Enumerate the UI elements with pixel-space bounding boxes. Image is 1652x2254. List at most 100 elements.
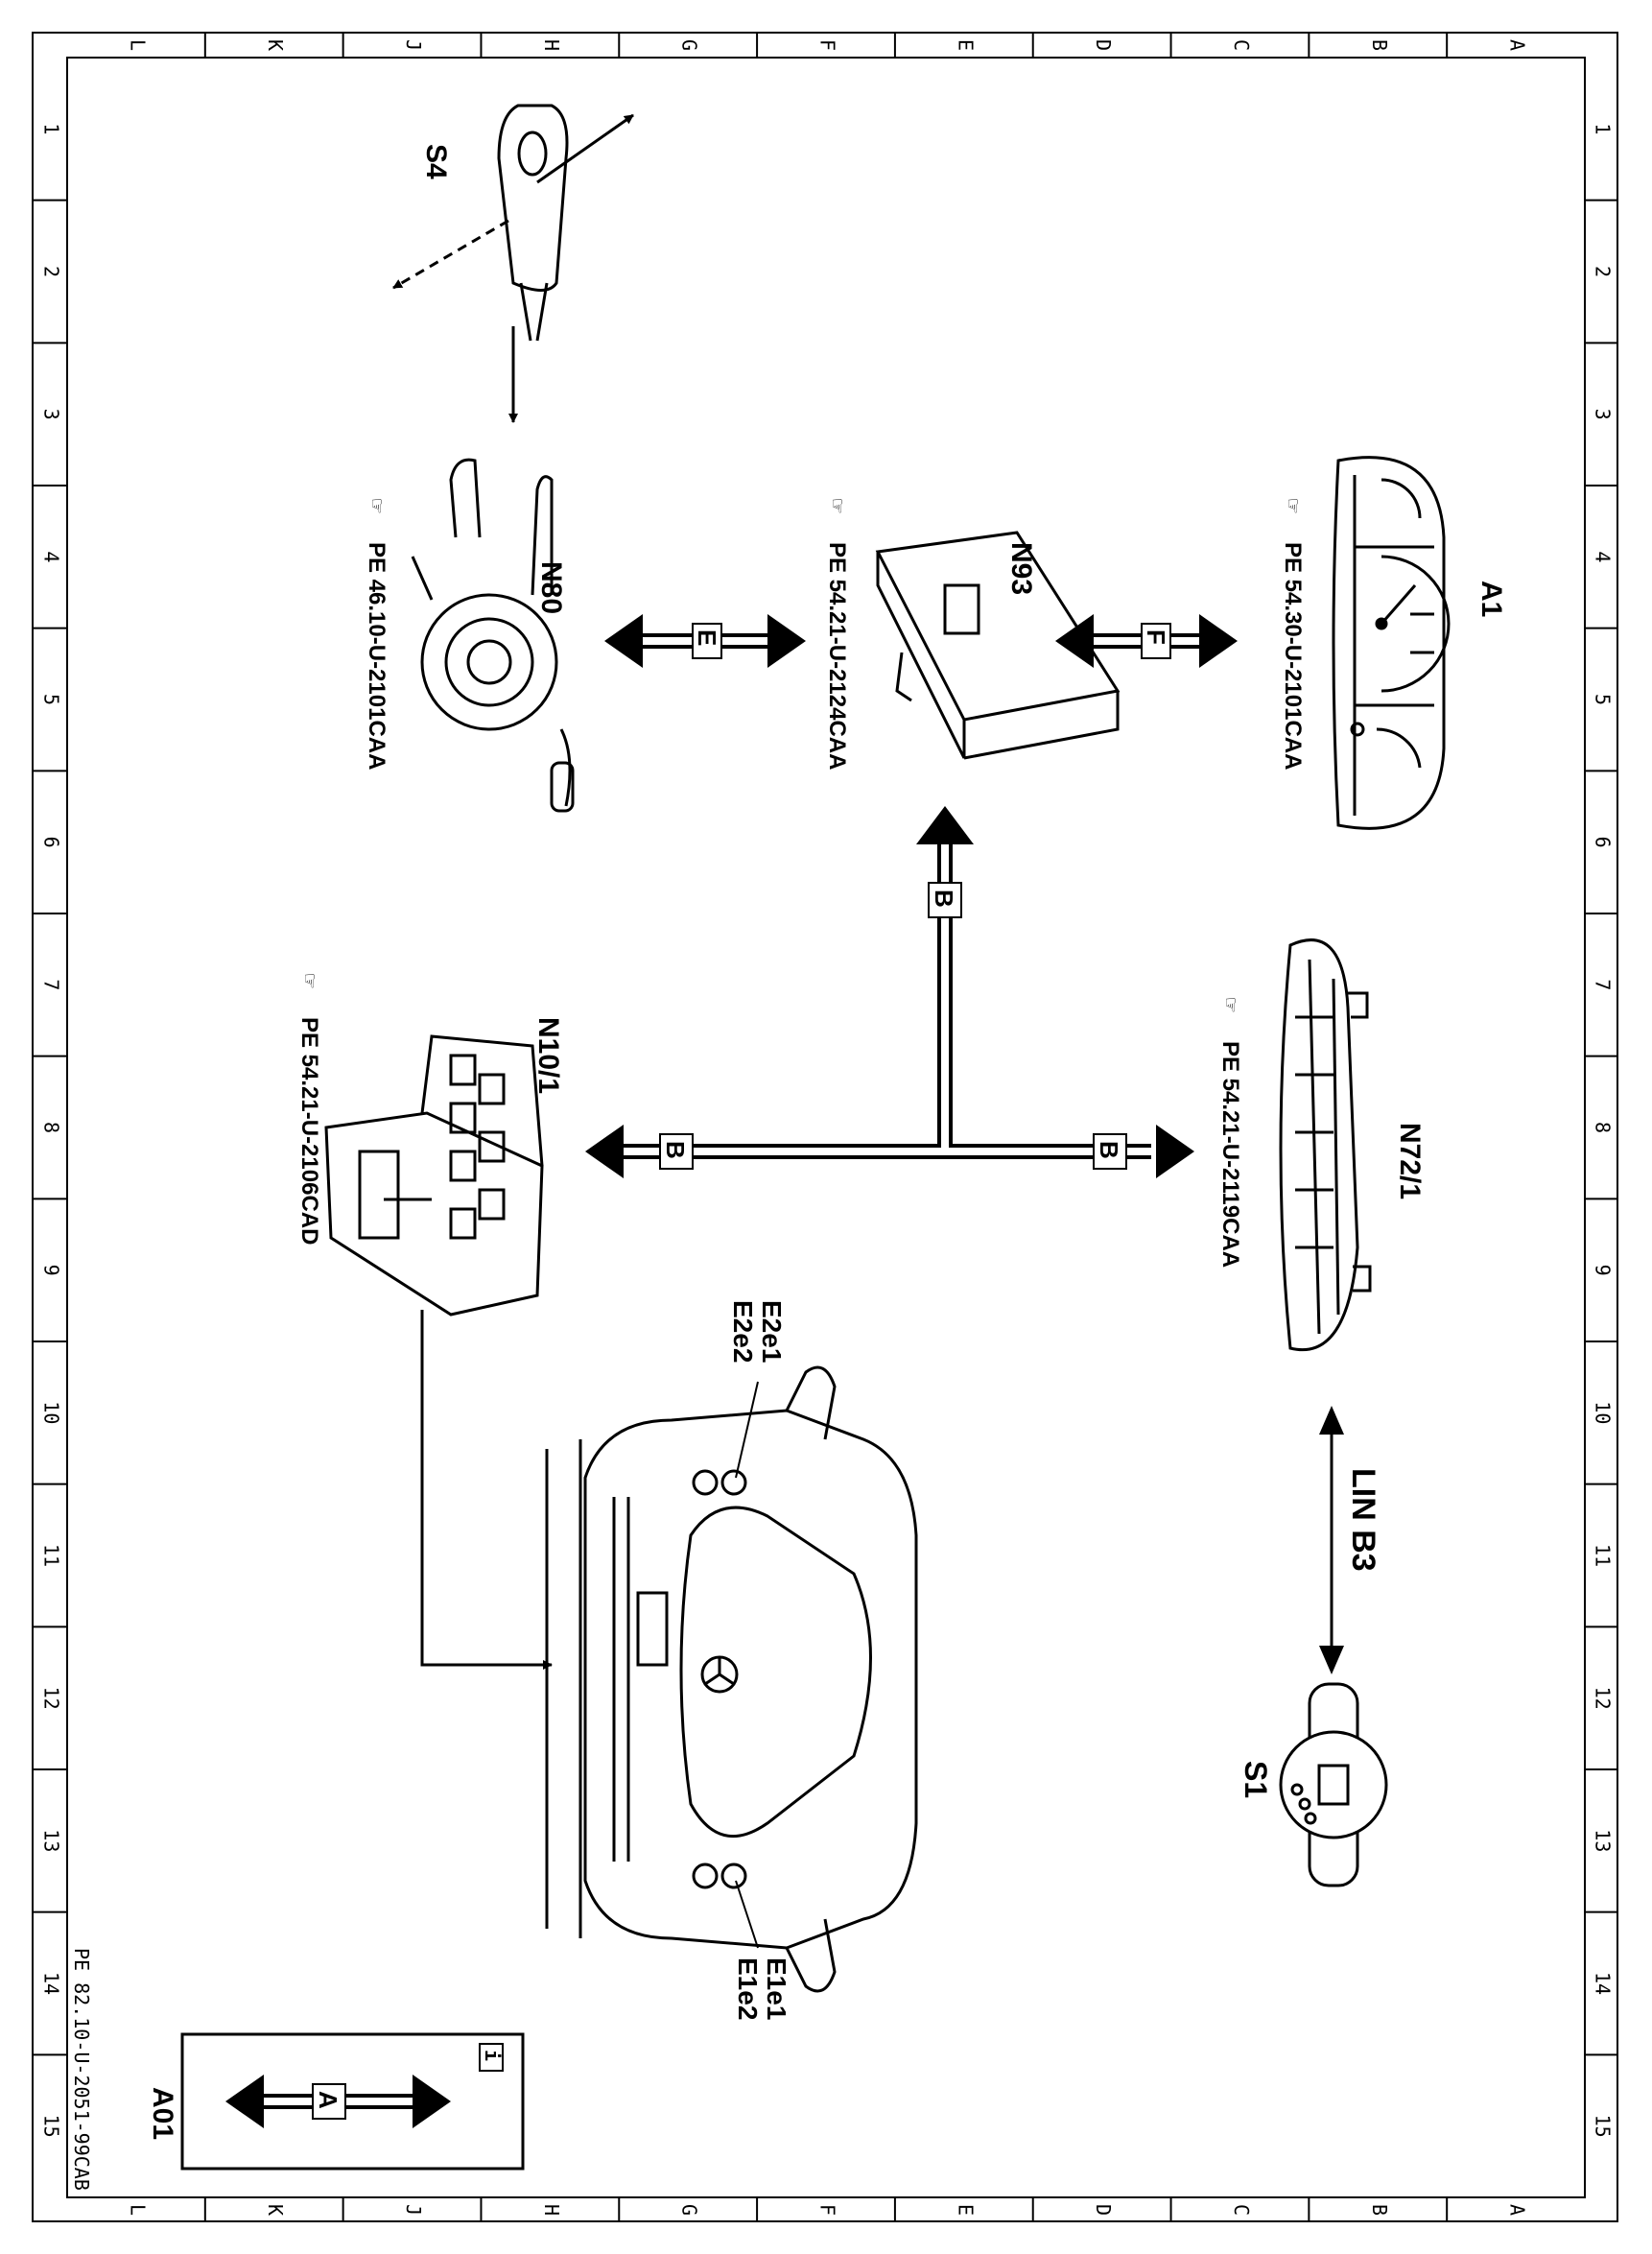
grid-number-left: 11 <box>40 1544 63 1567</box>
grid-number-right: 2 <box>1592 266 1615 277</box>
a1-label: A1 <box>1475 581 1507 617</box>
grid-letter-bottom: K <box>264 2204 287 2216</box>
n10-1-ref: PE 54.21-U-2106CAD <box>296 1017 322 1245</box>
grid-letter-top: K <box>264 39 287 51</box>
grid-number-left: 1 <box>40 123 63 134</box>
lamps-left-label-1: E2e1 <box>757 1300 787 1363</box>
lamps-right-label-1: E1e1 <box>762 1957 791 2020</box>
grid-number-right: 5 <box>1592 694 1615 705</box>
grid-letter-top: L <box>126 39 149 51</box>
connection-f: F <box>1055 614 1238 668</box>
vehicle-front-view <box>545 1365 918 1993</box>
grid-letter-bottom: C <box>1230 2204 1253 2216</box>
connection-lin-b3-label: LIN B3 <box>1345 1468 1381 1572</box>
connection-b-right-label: B <box>1095 1141 1123 1159</box>
lamps-right-label-2: E1e2 <box>733 1957 763 2020</box>
a1-ref: PE 54.30-U-2101CAA <box>1280 542 1306 770</box>
grid-number-left: 4 <box>40 551 63 562</box>
grid-letter-top: B <box>1368 39 1391 51</box>
s1-label: S1 <box>1239 1761 1273 1798</box>
grid-number-right: 7 <box>1592 979 1615 990</box>
connection-b-up-label: B <box>930 890 958 908</box>
grid-letter-bottom: A <box>1506 2204 1529 2216</box>
grid-letter-top: E <box>954 39 977 51</box>
n72-1-ref-pointer-icon: ☞ <box>1217 998 1244 1012</box>
b-bus-tree: B B B <box>585 806 1194 1178</box>
grid-number-right: 3 <box>1592 409 1615 420</box>
grid-letter-top: G <box>678 39 701 51</box>
grid-letter-bottom: L <box>126 2204 149 2216</box>
grid-number-left: 9 <box>40 1265 63 1276</box>
n10-1-label: N10/1 <box>532 1017 564 1094</box>
legend-box: A i <box>180 2032 525 2171</box>
n93-module <box>875 531 1121 760</box>
grid-number-left: 14 <box>40 1972 63 1995</box>
grid-number-left: 3 <box>40 409 63 420</box>
n72-1-overhead-control-panel <box>1279 938 1372 1352</box>
grid-letter-bottom: G <box>678 2204 701 2216</box>
n10-1-ref-pointer-icon: ☞ <box>296 974 323 988</box>
a1-instrument-cluster <box>1332 456 1451 830</box>
grid-number-left: 15 <box>40 2115 63 2138</box>
n72-1-label: N72/1 <box>1394 1123 1426 1199</box>
n10-1-control-unit <box>324 1034 544 1317</box>
grid-number-left: 6 <box>40 837 63 848</box>
lamps-right-leader <box>735 1880 759 1949</box>
n10-1-to-vehicle-line <box>420 1310 553 1670</box>
grid-number-left: 12 <box>40 1687 63 1710</box>
n72-1-ref: PE 54.21-U-2119CAA <box>1217 1041 1243 1268</box>
n80-ref-pointer-icon: ☞ <box>364 499 390 513</box>
grid-letter-top: J <box>402 39 425 51</box>
grid-letter-top: C <box>1230 39 1253 51</box>
info-icon: i <box>481 2050 504 2061</box>
grid-letter-bottom: D <box>1092 2204 1115 2216</box>
grid-letter-bottom: B <box>1368 2204 1391 2216</box>
grid-letter-bottom: J <box>402 2204 425 2216</box>
n93-ref-pointer-icon: ☞ <box>824 499 851 513</box>
grid-number-right: 13 <box>1592 1829 1615 1852</box>
legend-code: A01 <box>147 2087 178 2140</box>
document-reference: PE 82.10-U-2051-99CAB <box>70 1948 93 2191</box>
grid-letter-bottom: F <box>816 2204 839 2216</box>
grid-letter-bottom: H <box>540 2204 563 2216</box>
legend-arrow-label: A <box>314 2091 342 2109</box>
connection-lin-b3: LIN B3 <box>1319 1406 1381 1674</box>
grid-number-left: 8 <box>40 1122 63 1133</box>
grid-number-left: 7 <box>40 979 63 990</box>
grid-number-right: 15 <box>1592 2115 1615 2138</box>
grid-number-right: 1 <box>1592 123 1615 134</box>
grid-number-right: 14 <box>1592 1972 1615 1995</box>
lamps-left-leader <box>735 1381 759 1479</box>
connection-e-label: E <box>693 629 721 646</box>
s4-label: S4 <box>420 144 452 179</box>
n80-label: N80 <box>535 561 567 614</box>
n80-ref: PE 46.10-U-2101CAA <box>364 542 389 770</box>
grid-number-left: 2 <box>40 266 63 277</box>
grid-letter-top: A <box>1506 39 1529 51</box>
s1-light-switch <box>1279 1682 1388 1887</box>
drawing-frame <box>32 32 1618 2222</box>
grid-letter-bottom: E <box>954 2204 977 2216</box>
grid-letter-top: D <box>1092 39 1115 51</box>
connection-e: E <box>604 614 806 668</box>
grid-number-left: 5 <box>40 694 63 705</box>
n93-ref: PE 54.21-U-2124CAA <box>824 542 850 770</box>
connection-f-label: F <box>1142 629 1170 645</box>
a1-ref-pointer-icon: ☞ <box>1280 499 1307 513</box>
s4-combination-lever: S4 <box>392 104 634 423</box>
grid-number-right: 8 <box>1592 1122 1615 1133</box>
grid-number-right: 11 <box>1592 1544 1615 1567</box>
n93-label: N93 <box>1005 542 1037 595</box>
grid-number-right: 9 <box>1592 1265 1615 1276</box>
grid-number-right: 4 <box>1592 551 1615 562</box>
grid-number-right: 10 <box>1592 1401 1615 1424</box>
grid-letter-top: F <box>816 39 839 51</box>
connection-b-left-label: B <box>661 1141 690 1159</box>
n80-steering-column-module <box>411 458 575 813</box>
grid-number-left: 13 <box>40 1829 63 1852</box>
grid-number-right: 6 <box>1592 837 1615 848</box>
lamps-left-label-2: E2e2 <box>728 1300 758 1363</box>
grid-letter-top: H <box>540 39 563 51</box>
